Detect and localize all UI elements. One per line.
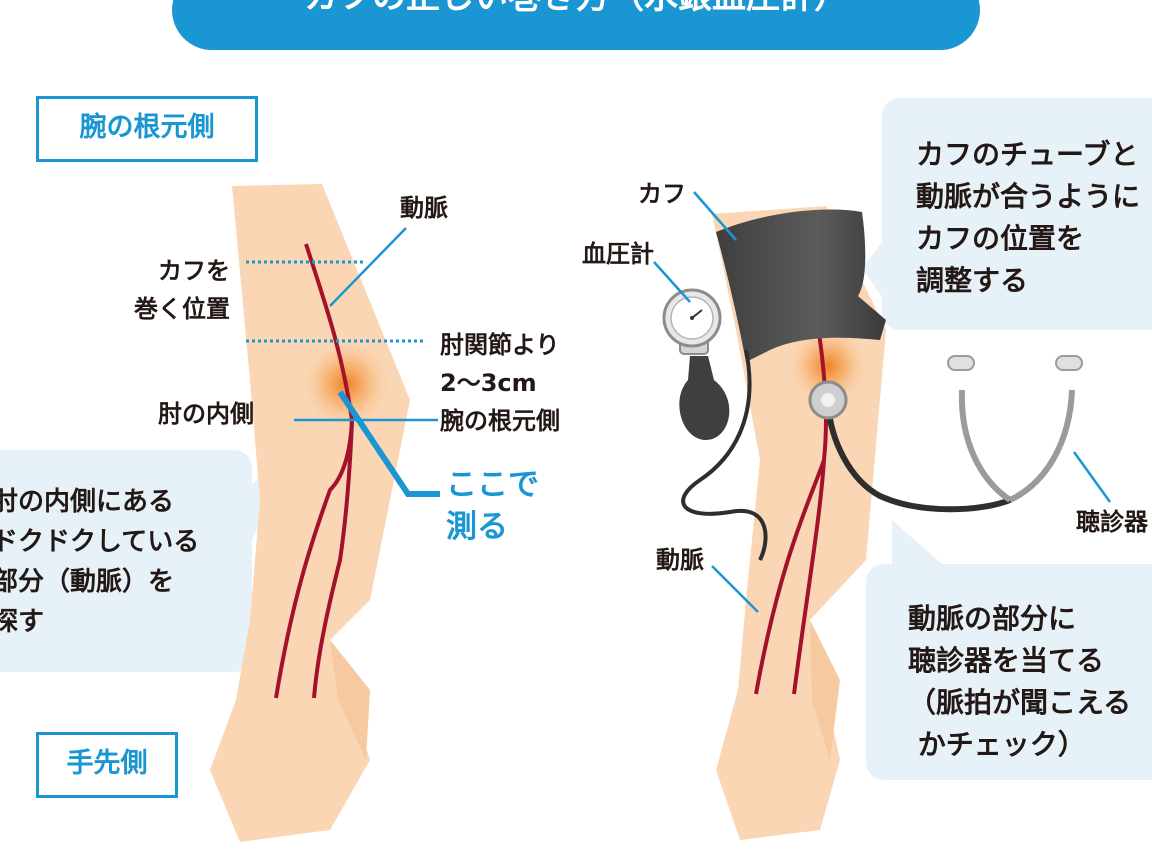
right-bottom-callout-tail [892,520,944,566]
cuff [716,209,886,362]
gauge-label-leader [653,261,691,303]
left-artery [274,243,355,699]
bulb-icon [679,356,730,440]
left-arm [210,184,410,842]
right-top-callout-tail [862,240,884,300]
right-top-callout-box [882,98,1152,330]
right-artery [754,325,828,695]
measure-here-pointer [337,390,440,497]
right-pulse-glow [786,324,870,408]
left-artery-leader [329,227,407,307]
gauge-icon [662,288,722,355]
inner-elbow-label: 肘の内側 [158,400,254,428]
hand-side-label: 手先側 [36,732,178,798]
stethoscope-icon [825,355,1083,513]
left-callout-box [0,450,252,672]
page-title: カフの正しい巻き方（水銀血圧計） [172,0,980,50]
elbow-distance-label: 肘関節より 2〜3cm 腕の根元側 [440,331,560,435]
cuff-position-label: カフを 巻く位置 [134,257,230,323]
left-callout-text: 肘の内側にある ドクドクしている 部分（動脈）を 探す [0,487,200,637]
stethoscope-label: 聴診器 [1076,508,1148,536]
measure-here-label: ここで 測る [446,467,539,545]
cuff-label: カフ [638,180,686,208]
arm-base-side-label: 腕の根元側 [36,96,258,162]
left-artery-label: 動脈 [400,194,448,222]
cuff-tube [681,349,768,561]
stethoscope-label-leader [1072,451,1112,503]
right-bottom-callout-text: 動脈の部分に 聴診器を当てる （脈拍が聞こえる かチェック） [908,602,1132,761]
right-artery-label: 動脈 [656,546,704,574]
right-artery-leader [711,565,759,613]
right-top-callout-text: カフのチューブと 動脈が合うように カフの位置を 調整する [916,138,1141,297]
cuff-label-leader [693,191,737,241]
right-bottom-callout-box [866,564,1152,780]
gauge-label: 血圧計 [582,240,654,268]
